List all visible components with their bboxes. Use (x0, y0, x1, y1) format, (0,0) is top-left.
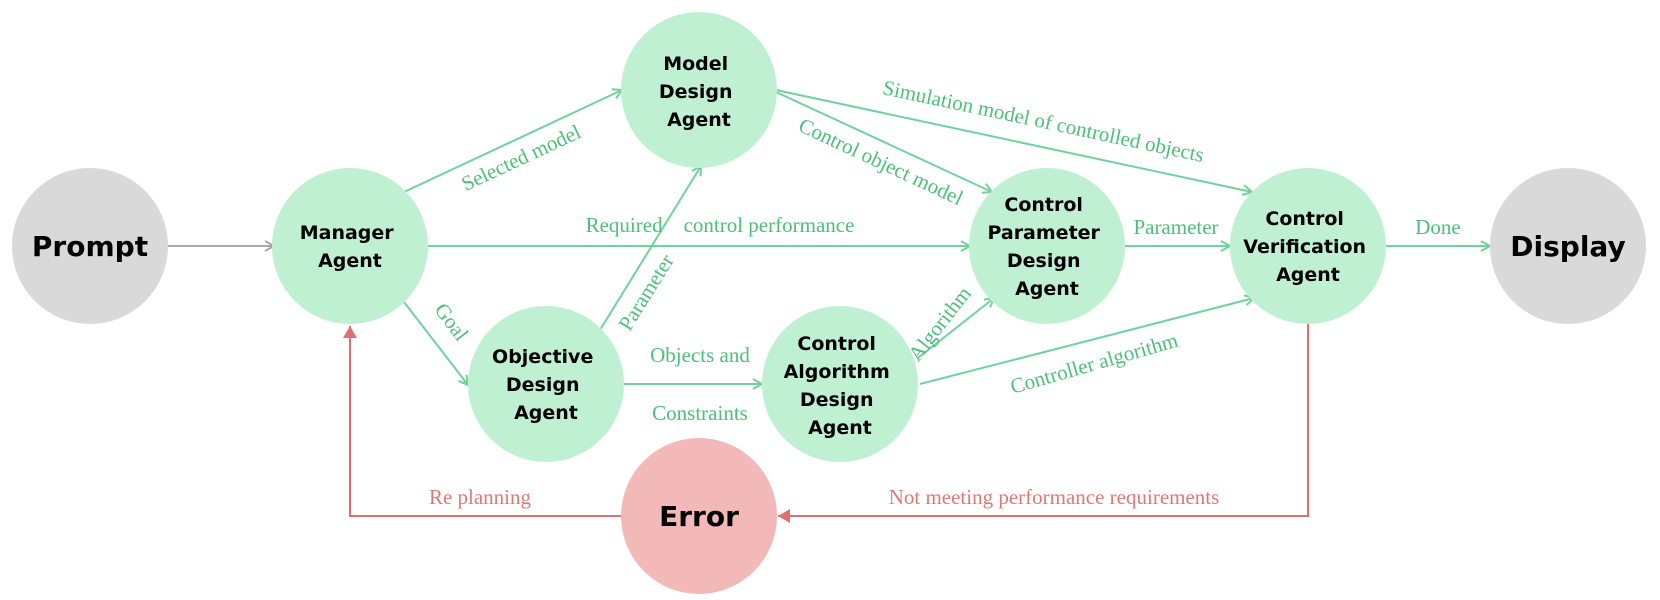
edge-manager-to-objective (403, 301, 468, 385)
node-display: Display (1490, 168, 1646, 324)
node-verification-label: Control Verification Agent (1243, 208, 1372, 286)
node-objective-line: Agent (514, 402, 578, 424)
label-objects-and: Objects and (650, 343, 750, 367)
node-control-verification-agent: Control Verification Agent (1230, 168, 1386, 324)
node-manager-circle (272, 168, 428, 324)
node-error-label: Error (659, 500, 739, 533)
node-verification-line: Verification (1243, 236, 1366, 258)
node-prompt-line: Prompt (32, 230, 148, 263)
node-model-line: Model (663, 53, 728, 75)
node-control-parameter-design-agent: Control Parameter Design Agent (969, 168, 1125, 324)
edge-objective-to-model (599, 166, 701, 331)
node-error-circle (621, 438, 777, 594)
node-error: Error (621, 438, 777, 594)
node-manager-line: Agent (318, 250, 382, 272)
node-model-line: Design (659, 81, 733, 103)
label-simulation-model: Simulation model of controlled objects (881, 75, 1207, 167)
node-algorithm-line: Agent (808, 417, 872, 439)
node-error-line: Error (659, 500, 739, 533)
edge-manager-to-model (403, 90, 622, 193)
node-verification-circle (1230, 168, 1386, 324)
edge-algorithm-to-parameter (917, 298, 994, 359)
node-model-line: Agent (667, 109, 731, 131)
edge-verification-to-error (778, 320, 1309, 523)
node-objective-label: Objective Design Agent (492, 346, 600, 424)
node-verification-line: Control (1265, 208, 1344, 230)
label-control-object-model: Control object model (795, 113, 967, 210)
node-display-label: Display (1510, 230, 1625, 263)
label-required-control-performance: Required control performance (586, 213, 855, 237)
node-parameter-label: Control Parameter Design Agent (987, 194, 1106, 300)
label-done: Done (1415, 215, 1461, 239)
label-not-meeting: Not meeting performance requirements (889, 485, 1220, 509)
label-re-planning: Re planning (429, 485, 532, 509)
node-algorithm-line: Algorithm (784, 361, 890, 383)
node-prompt: Prompt (12, 168, 168, 324)
node-algorithm-line: Control (797, 333, 876, 355)
node-display-line: Display (1510, 230, 1625, 263)
node-manager-line: Manager (300, 222, 395, 244)
label-parameter-horizontal: Parameter (1133, 215, 1218, 239)
node-display-circle (1490, 168, 1646, 324)
node-parameter-line: Agent (1015, 278, 1079, 300)
node-manager-agent: Manager Agent (272, 168, 428, 324)
node-parameter-line: Design (1007, 250, 1081, 272)
node-parameter-line: Control (1004, 194, 1083, 216)
node-objective-circle (468, 306, 624, 462)
node-algorithm-label: Control Algorithm Design Agent (784, 333, 897, 439)
node-objective-design-agent: Objective Design Agent (468, 306, 624, 462)
node-model-circle (621, 12, 777, 168)
node-algorithm-circle (762, 306, 918, 462)
edge-error-to-manager (343, 326, 622, 517)
node-parameter-circle (969, 168, 1125, 324)
label-algorithm: Algorithm (903, 282, 976, 366)
node-model-label: Model Design Agent (659, 53, 739, 131)
edge-model-to-parameter (775, 91, 992, 192)
edge-model-to-verification (775, 89, 1252, 192)
label-constraints: Constraints (652, 401, 748, 425)
edge-algorithm-to-verification (919, 298, 1254, 385)
node-verification-line: Agent (1276, 264, 1340, 286)
node-algorithm-line: Design (800, 389, 874, 411)
node-control-algorithm-design-agent: Control Algorithm Design Agent (762, 306, 918, 462)
node-parameter-line: Parameter (987, 222, 1100, 244)
node-objective-line: Design (506, 374, 580, 396)
node-model-design-agent: Model Design Agent (621, 12, 777, 168)
node-prompt-circle (12, 168, 168, 324)
node-manager-label: Manager Agent (300, 222, 401, 272)
label-goal: Goal (430, 298, 474, 345)
node-prompt-label: Prompt (32, 230, 148, 263)
node-objective-line: Objective (492, 346, 593, 368)
